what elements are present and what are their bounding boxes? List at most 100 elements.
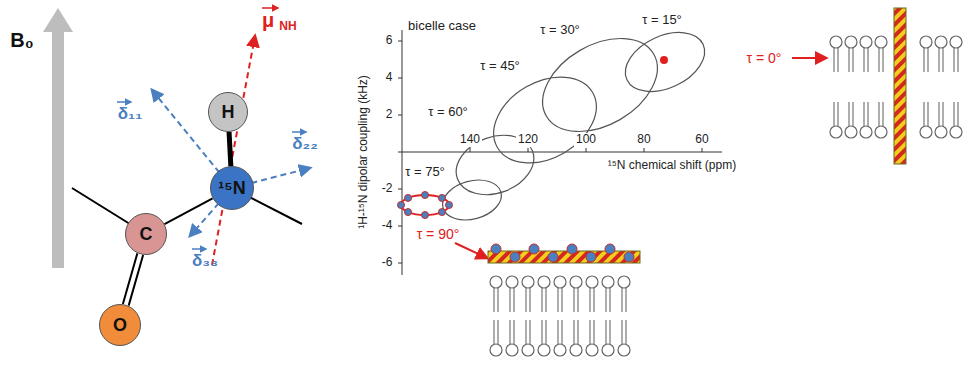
lipid [554,320,566,356]
lipid [506,276,518,312]
lipid-tail [593,320,594,344]
lipid-head [522,344,534,356]
resonance-dot [446,202,453,209]
lipid-tail [882,48,883,72]
lipid-head [490,344,502,356]
lipid-tail [513,288,514,312]
lipid-head [875,36,887,48]
x-tick-label: 60 [693,133,710,147]
lipid-head [586,344,598,356]
lipid [602,320,614,356]
lipid-head [538,344,550,356]
lipid [538,276,550,312]
x-tick-label: 80 [635,133,652,147]
lipid-tail [545,320,546,344]
lipid-tail [621,320,622,344]
lipid-tail [923,102,924,126]
lipid [538,320,550,356]
pisa-wheel [448,125,542,205]
lipid [602,276,614,312]
lipid [875,36,887,72]
atom-circle [209,93,248,132]
lipid [845,36,857,72]
lipid-tail [927,102,928,126]
tensor-label: δ₂₂ [292,134,317,154]
x-tick-label: 100 [574,133,598,147]
lipid-tail [878,48,879,72]
lipid-tail [561,320,562,344]
lipid-tail [561,288,562,312]
lipid-head [554,276,566,288]
lipid-head [602,276,614,288]
atom-circle [211,167,254,210]
lipid-bilayers [490,36,962,356]
lipid-head [586,276,598,288]
lipid-head [618,344,630,356]
field-arrow-head [43,8,73,32]
lipid-head [522,276,534,288]
lipid [586,276,598,312]
tilt-label: τ = 15° [640,13,684,28]
lipid-tail [577,320,578,344]
chemical-bond [229,132,231,166]
lipid-head [570,276,582,288]
x-axis [402,152,722,153]
atom-symbol: O [113,315,127,336]
lipid-head [860,126,872,138]
lipid-head [860,36,872,48]
vector-subscript: NH [279,20,296,34]
pointer-arrow [792,57,826,59]
lipid-tail [529,288,530,312]
atom-symbol: ¹⁵N [218,178,245,199]
lipid-tail [497,288,498,312]
dipole-vector [212,36,255,265]
lipid-tail [609,320,610,344]
lipid-tail [878,102,879,126]
lipid-tail [509,320,510,344]
lipid-tail [605,320,606,344]
pisa-wheel [616,21,714,104]
lipid [490,276,502,312]
lipid-head [538,276,550,288]
helix-transmembrane [894,8,906,164]
lipid-tail [863,48,864,72]
lipid-head [950,36,962,48]
lipid-head [845,126,857,138]
resonance-dot [438,209,445,216]
lipid-tail [625,320,626,344]
x-axis-title: ¹⁵N chemical shift (ppm) [606,159,738,173]
lipid-tail [867,48,868,72]
lipid-tail [625,288,626,312]
residue-dot [605,244,615,254]
lipid-head [950,126,962,138]
residue-dot [548,252,558,262]
vector-overarrow [292,131,306,133]
atom-symbol: H [222,102,235,123]
lipid-tail [493,320,494,344]
lipid [830,36,842,72]
lipid-head [506,276,518,288]
lipid [506,320,518,356]
lipid [522,320,534,356]
lipid-tail [525,288,526,312]
lipid [875,102,887,138]
helix-surface [488,251,640,263]
lipid [860,102,872,138]
lipid-tail [557,288,558,312]
lipid-head [830,36,842,48]
lipid-head [490,276,502,288]
nitrogen-atom: ¹⁵N [210,166,254,210]
chart-title: bicelle case [408,19,476,34]
lipid-tail [509,288,510,312]
lipid-tail [837,48,838,72]
field-label: B₀ [10,29,33,52]
residue-dot [491,244,501,254]
helix-residues [491,244,634,262]
residue-dot [567,244,577,254]
vector-overarrow [117,101,131,103]
pisa-wheel [526,19,673,150]
lipid-head [554,344,566,356]
x-tick-label: 120 [516,133,540,147]
